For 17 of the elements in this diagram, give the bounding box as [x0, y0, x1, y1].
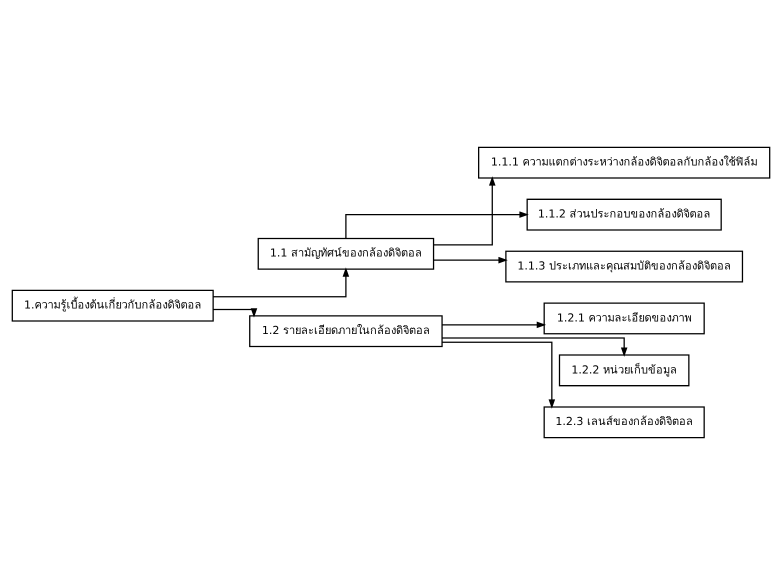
arrow: [442, 337, 628, 357]
node-box: 1.ความรู้เบื้องต้นเกี่ยวกับกล้องดิจิตอล: [12, 290, 214, 322]
arrow: [345, 211, 529, 238]
arrow: [434, 176, 496, 246]
arrow: [213, 267, 350, 298]
arrow: [442, 322, 546, 328]
node-box: 1.1.1 ความแตกต่างระหว่างกล้องดิจิตอลกับกล้องใช้ฟิล์ม: [478, 146, 770, 179]
node-box: 1.1.2 ส่วนประกอบของกล้องดิจิตอล: [526, 198, 722, 231]
arrow: [442, 342, 556, 409]
arrow: [434, 256, 508, 264]
node-box: 1.2.3 เลนส์ของกล้องดิจิตอล: [544, 406, 705, 438]
node-box: 1.2.1 ความละเอียดของภาพ: [544, 302, 705, 334]
arrow: [214, 308, 258, 318]
node-box: 1.1.3 ประเภทและคุณสมบัติของกล้องดิจิตอล: [505, 250, 744, 282]
node-box: 1.2.2 หน่วยเก็บข้อมูล: [558, 354, 690, 386]
node-box: 1.2 รายละเอียดภายในกล้องดิจิตอล: [249, 315, 443, 348]
node-box: 1.1 สามัญทัศน์ของกล้องดิจิตอล: [258, 238, 434, 270]
